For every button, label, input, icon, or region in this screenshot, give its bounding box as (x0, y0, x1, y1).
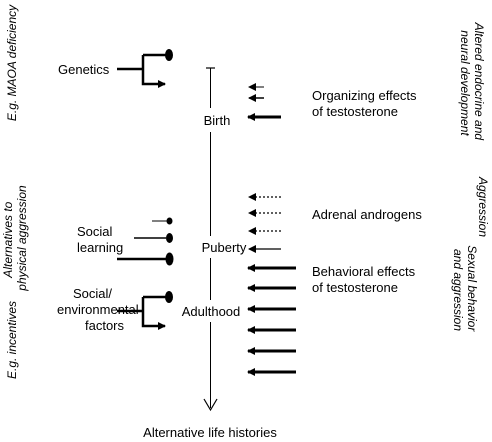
svg-text:Sexual behavior and aggres: Sexual behavior and aggression (451, 245, 479, 334)
side-incentives: E.g. incentives (5, 301, 19, 379)
organizing-label-1: Organizing effects (312, 88, 417, 103)
stage-puberty: Puberty (202, 240, 247, 255)
social-env-label-3: factors (85, 318, 125, 333)
social-env-connector (117, 291, 173, 330)
side-maoa: E.g. MAOA deficiency (5, 4, 19, 121)
svg-text:Social learning: Social learning (77, 224, 123, 255)
side-endocrine-1: Altered endocrine and (472, 22, 486, 141)
side-alternatives-1: Alternatives to (1, 201, 15, 278)
organizing-label-2: of testosterone (312, 104, 398, 119)
social-learning-label-1: Social (77, 224, 113, 239)
svg-text:Social/ environmental: Social/ environmental factors (57, 286, 142, 333)
timeline-axis (203, 67, 218, 412)
side-sexual-1: Sexual behavior (465, 245, 479, 332)
behavioral-arrows (247, 264, 296, 376)
adrenal-label: Adrenal androgens (312, 207, 422, 222)
genetics-label: Genetics (58, 62, 110, 77)
side-endocrine-2: neural development (458, 30, 472, 136)
organizing-arrows (247, 83, 281, 121)
side-aggression: Aggression (476, 176, 490, 237)
behavioral-label-2: of testosterone (312, 280, 398, 295)
svg-text:Organizing effects of test: Organizing effects of testosterone (312, 88, 420, 119)
behavioral-label-1: Behavioral effects (312, 264, 416, 279)
social-env-label-2: environmental (57, 302, 139, 317)
social-learning-inhibitors (117, 217, 174, 266)
svg-text:Altered endocrine and neur: Altered endocrine and neural development (458, 22, 486, 144)
svg-text:Alternatives to physical a: Alternatives to physical aggression (1, 185, 29, 292)
svg-text:Behavioral effects of test: Behavioral effects of testosterone (312, 264, 419, 295)
social-env-label-1: Social/ (73, 286, 112, 301)
side-alternatives-2: physical aggression (15, 185, 29, 292)
stage-birth: Birth (204, 113, 231, 128)
bottom-label: Alternative life histories (143, 425, 277, 440)
genetics-connector (117, 49, 173, 88)
stage-adulthood: Adulthood (182, 304, 241, 319)
adrenal-arrows (248, 193, 281, 253)
side-sexual-2: and aggression (451, 249, 465, 331)
social-learning-label-2: learning (77, 240, 123, 255)
